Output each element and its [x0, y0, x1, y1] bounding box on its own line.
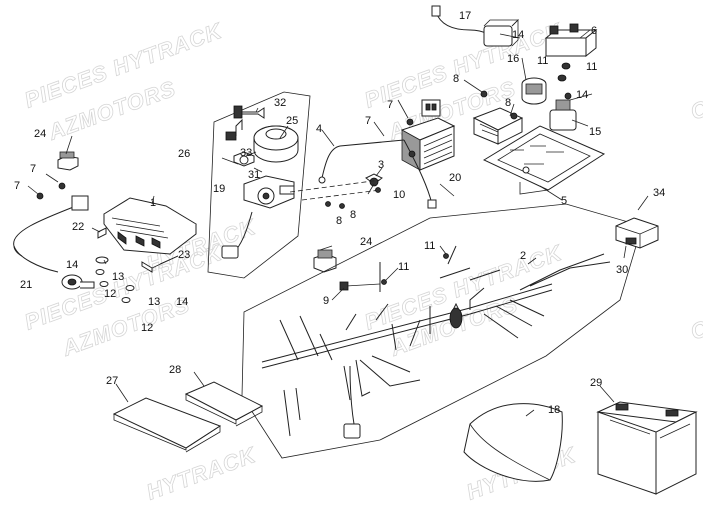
part-5-mounting-plate [482, 125, 606, 195]
part-30-fuse-box [615, 217, 659, 249]
part-24-switch-middle [313, 249, 337, 273]
callout-9: 9 [323, 295, 329, 307]
callout-23: 23 [178, 249, 190, 261]
callout-11: 11 [424, 240, 435, 252]
part-28-pad [184, 381, 264, 427]
callout-31: 31 [248, 169, 260, 181]
part-32-keys [225, 105, 265, 141]
callout-8: 8 [336, 215, 342, 227]
part-19-ignition-switch [221, 175, 295, 259]
callout-30: 30 [616, 264, 628, 276]
callout-12: 12 [104, 288, 116, 300]
watermark-fragment: C [687, 315, 703, 344]
callout-15: 15 [589, 126, 601, 138]
part-27-pad [112, 397, 222, 453]
part-16-fuse [521, 62, 571, 105]
ignition-group-outline [207, 91, 311, 279]
callout-7: 7 [387, 99, 393, 111]
harness-outline [241, 203, 643, 459]
callout-8: 8 [350, 209, 356, 221]
cdi-unit [472, 107, 524, 145]
callout-18: 18 [548, 404, 560, 416]
callout-numbers: 1 2 3 4 5 6 7 7 7 7 8 8 8 8 9 10 11 11 1… [14, 10, 665, 416]
watermark-fragment: C [687, 95, 703, 124]
part-24-switch-left [57, 151, 79, 171]
watermark-brand-short: HYTRACK [143, 442, 260, 505]
part-1-speedometer [103, 197, 197, 255]
part-4-lead-cable [318, 139, 437, 209]
part-33-31-switch [233, 151, 255, 167]
part-3-sensor [365, 173, 383, 187]
callout-14: 14 [512, 29, 524, 41]
callout-21: 21 [20, 279, 32, 291]
part-20-regulator [400, 99, 456, 171]
callout-10: 10 [393, 189, 405, 201]
callout-11b: 11 [398, 261, 409, 273]
part-25-fuel-cap [253, 125, 299, 163]
leader-lines [27, 29, 649, 417]
part-29-battery [596, 401, 698, 495]
callout-2: 2 [520, 250, 526, 262]
callout-22: 22 [72, 221, 84, 233]
part-9-bolt [339, 281, 381, 291]
callout-14: 14 [66, 259, 78, 271]
callout-19: 19 [213, 183, 225, 195]
callout-12: 12 [141, 322, 153, 334]
callout-25: 25 [286, 115, 298, 127]
callout-3: 3 [378, 159, 384, 171]
ignition-dash-line [301, 189, 381, 201]
part-18-cover [463, 403, 563, 482]
callout-14: 14 [576, 89, 588, 101]
callout-17: 17 [459, 10, 471, 22]
callout-7: 7 [14, 180, 20, 192]
callout-8: 8 [453, 73, 459, 85]
callout-29: 29 [590, 377, 602, 389]
callout-34: 34 [653, 187, 665, 199]
ignition-dash-line [289, 179, 381, 193]
callout-11: 11 [537, 55, 548, 67]
callout-24: 24 [360, 236, 372, 248]
callout-32: 32 [274, 97, 286, 109]
part-15-starter-relay [549, 92, 577, 131]
bolts [36, 90, 518, 285]
callout-13: 13 [148, 296, 160, 308]
callout-6: 6 [591, 25, 597, 37]
callout-16: 16 [507, 53, 519, 65]
callout-28: 28 [169, 364, 181, 376]
callout-33: 33 [240, 147, 252, 159]
callout-27: 27 [106, 375, 118, 387]
callout-13: 13 [112, 271, 124, 283]
callout-11: 11 [586, 61, 597, 73]
part-2-main-harness [261, 245, 611, 439]
callout-26: 26 [178, 148, 190, 160]
callout-7: 7 [30, 163, 36, 175]
callout-1: 1 [150, 197, 156, 209]
part-17-connector [431, 5, 519, 47]
callout-20: 20 [449, 172, 461, 184]
callout-24: 24 [34, 128, 46, 140]
callout-7: 7 [365, 115, 371, 127]
callout-8: 8 [505, 97, 511, 109]
part-21-sensor-cable [13, 195, 95, 290]
part-6-relay [544, 23, 598, 58]
callout-5: 5 [561, 195, 567, 207]
callout-4: 4 [316, 123, 322, 135]
callout-14: 14 [176, 296, 188, 308]
